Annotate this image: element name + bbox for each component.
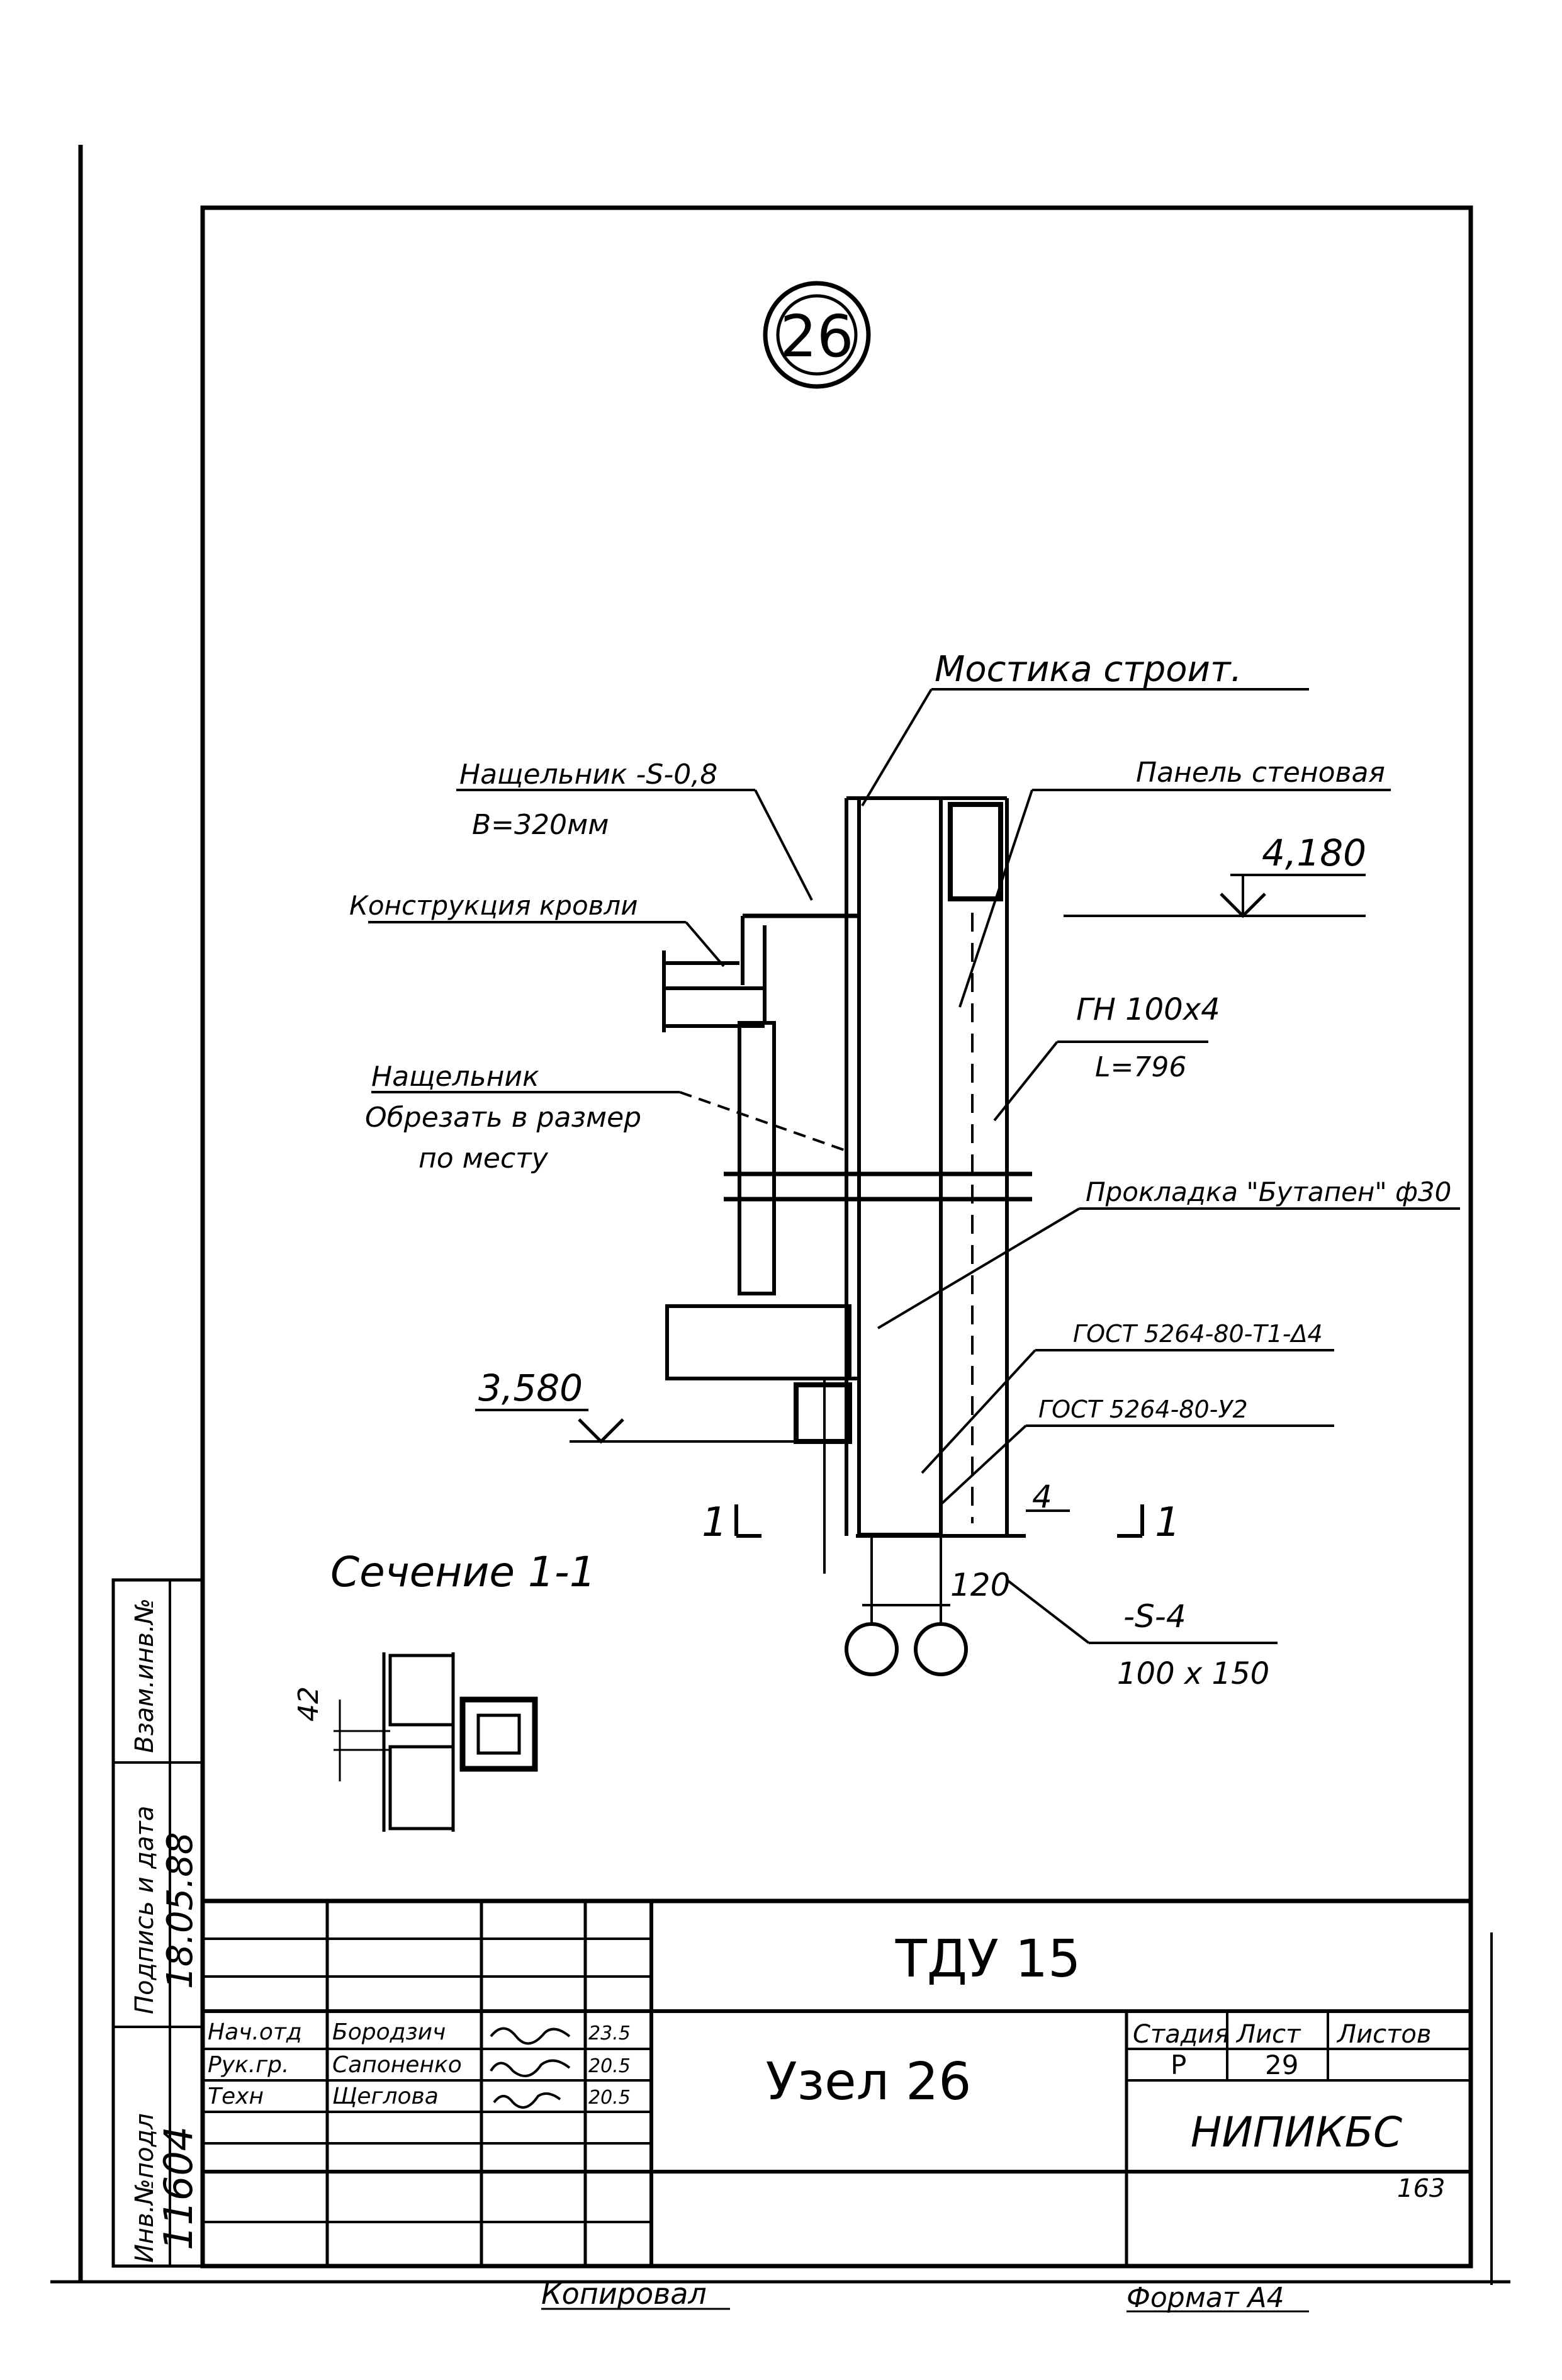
side-sign-label: Подпись и дата	[130, 1806, 159, 2014]
dim-120-label: 120	[950, 1567, 1010, 1603]
label-cover-strip: Нащельник -S-0,8	[459, 759, 717, 791]
format-label: Формат А4	[1127, 2282, 1284, 2314]
label-gasket: Прокладка "Бутапен" ф30	[1086, 1176, 1451, 1207]
label-plate-size: 100 х 150	[1117, 1656, 1269, 1691]
signature-1	[490, 2027, 571, 2045]
title-block: ТДУ 15 Узел 26 Стадия Лист Листов Р 29 Н…	[203, 1898, 1471, 2266]
label-panel: Панель стеновая	[1136, 757, 1385, 789]
section-marks: 1 1 4 120	[702, 1479, 1181, 1603]
label-gost2: ГОСТ 5264-80-У2	[1038, 1396, 1248, 1423]
label-roof: Конструкция кровли	[349, 890, 638, 921]
node-number-badge: 26	[763, 281, 871, 389]
wall-panel	[845, 796, 1009, 1537]
side-inv-label: Инв.№подл	[130, 2113, 159, 2263]
elevation-top-label: 4,180	[1262, 832, 1366, 874]
node-number: 26	[780, 303, 853, 370]
elevation-bottom-label: 3,580	[478, 1367, 583, 1409]
section-dim-label: 42	[293, 1686, 325, 1722]
elevation-mark-top: 4,180	[1064, 832, 1366, 918]
side-date-value: 18.05.88	[160, 1832, 201, 1989]
label-gn: ГН 100х4	[1076, 992, 1220, 1027]
section-mark-right: 1	[1155, 1499, 1181, 1546]
label-cut-note2: по месту	[419, 1142, 549, 1175]
name-1: Бородзич	[332, 2019, 446, 2045]
role-2: Рук.гр.	[208, 2052, 289, 2078]
drawing-title: Узел 26	[766, 2052, 972, 2112]
annotations: Мостика строит. Нащельник -S-0,8 В=320мм…	[349, 649, 1451, 1691]
grid-axes	[845, 1536, 968, 1676]
signature-2	[490, 2059, 571, 2077]
role-1: Нач.отд	[208, 2019, 302, 2045]
side-inv-value: 11604	[155, 2126, 201, 2250]
side-ref-label: Взам.инв.№	[130, 1598, 159, 1753]
label-gn-length: L=796	[1095, 1051, 1186, 1083]
sheet-frame	[50, 145, 1510, 2285]
date-3: 20.5	[588, 2087, 631, 2109]
name-2: Сапоненко	[332, 2052, 462, 2078]
stage-label: Стадия	[1133, 2020, 1229, 2049]
organization: НИПИКБС	[1191, 2108, 1402, 2157]
stage-value: Р	[1171, 2050, 1186, 2080]
name-3: Щеглова	[332, 2084, 439, 2109]
label-plate: -S-4	[1123, 1598, 1186, 1635]
date-1: 23.5	[588, 2022, 631, 2044]
section-mark-left: 1	[702, 1499, 728, 1546]
label-mastic: Мостика строит.	[935, 649, 1242, 690]
section-title: Сечение 1-1	[330, 1548, 596, 1596]
label-cut-note1: Обрезать в размер	[365, 1102, 641, 1134]
project-code: ТДУ 15	[895, 1929, 1081, 1989]
elevation-mark-bottom: 3,580	[475, 1367, 818, 1444]
signature-3	[493, 2092, 561, 2109]
role-3: Техн	[208, 2084, 264, 2109]
sheet-value: 29	[1265, 2050, 1298, 2080]
leader-lines	[368, 688, 1460, 1644]
sheets-label: Листов	[1336, 2020, 1431, 2049]
label-gost1: ГОСТ 5264-80-Т1-Δ4	[1073, 1320, 1323, 1348]
label-cover2: Нащельник	[371, 1061, 539, 1093]
sheet-label: Лист	[1235, 2020, 1301, 2049]
copied-label: Копировал	[541, 2277, 707, 2311]
panel-joint	[724, 1171, 1032, 1290]
footer: Копировал Формат А4	[541, 2277, 1309, 2314]
page-number: 163	[1397, 2174, 1445, 2203]
section-1-1: Сечение 1-1 42	[293, 1548, 596, 1832]
label-cover-width: В=320мм	[472, 809, 609, 841]
dim-4-label: 4	[1032, 1479, 1052, 1515]
side-stamp: Инв.№подл Подпись и дата Взам.инв.№ 1160…	[111, 1578, 205, 2268]
roof-construction	[662, 913, 859, 1295]
date-2: 20.5	[588, 2055, 631, 2077]
